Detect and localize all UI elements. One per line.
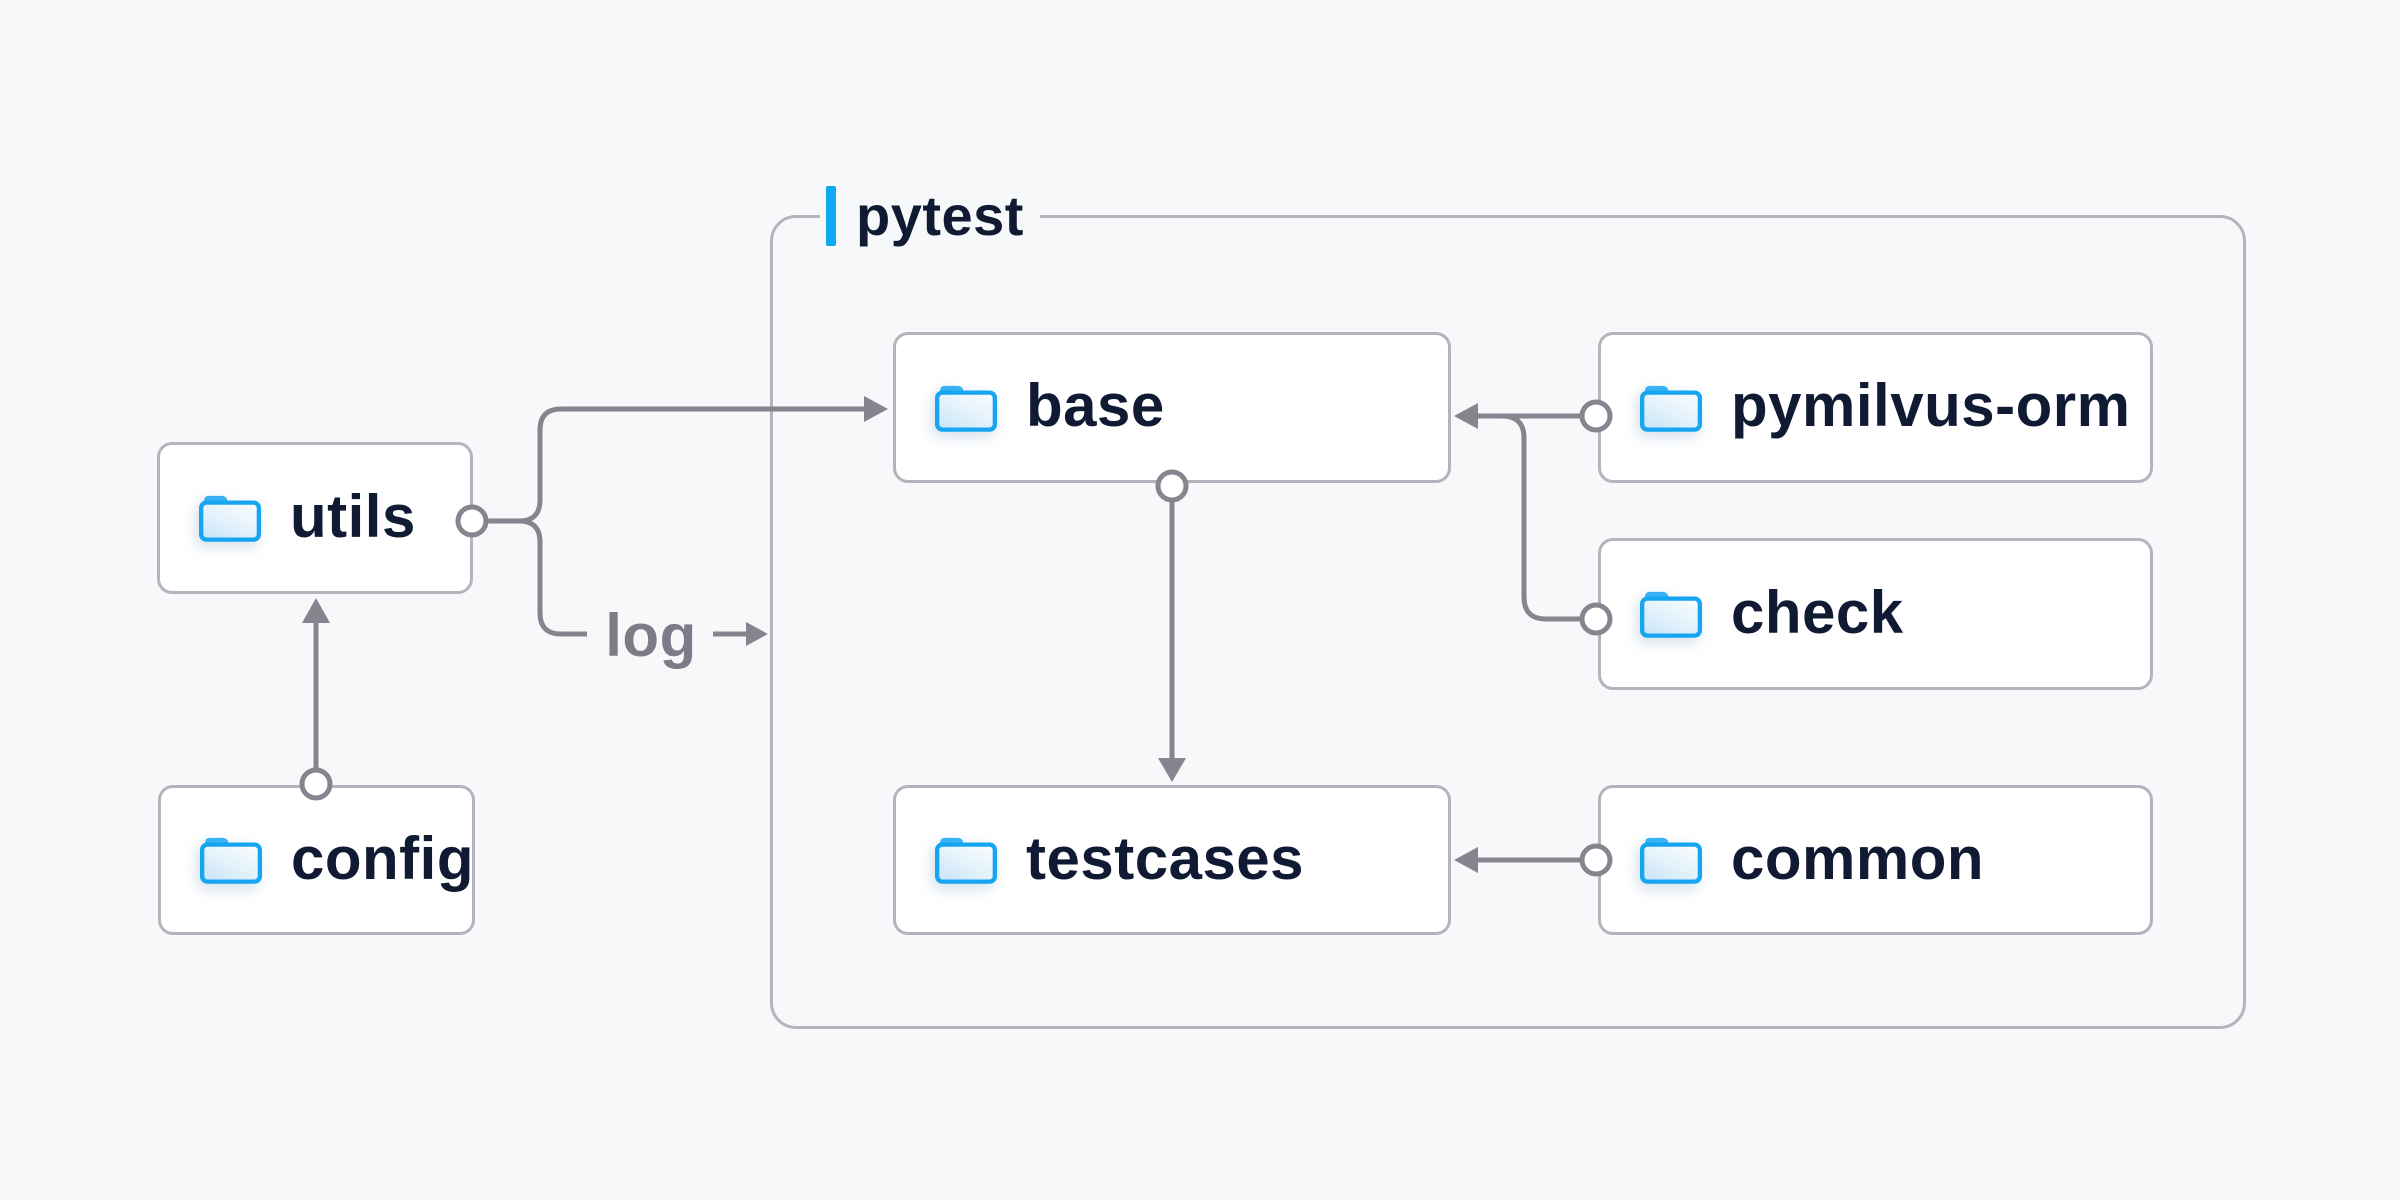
folder-icon bbox=[199, 837, 263, 884]
node-label: base bbox=[1026, 372, 1165, 439]
node-label: config bbox=[291, 824, 474, 892]
folder-icon bbox=[1639, 385, 1703, 432]
edge-label-log: log bbox=[605, 602, 696, 669]
folder-icon bbox=[1639, 837, 1703, 884]
pytest-group-label: pytest bbox=[820, 184, 1040, 248]
node-label: utils bbox=[290, 482, 416, 550]
node-common[interactable]: common bbox=[1598, 785, 2153, 935]
arrowhead-right-icon bbox=[746, 622, 768, 646]
node-base[interactable]: base bbox=[893, 332, 1451, 483]
node-label: pymilvus-orm bbox=[1731, 372, 2131, 439]
node-label: common bbox=[1731, 824, 1985, 892]
folder-icon bbox=[198, 495, 262, 542]
node-utils[interactable]: utils bbox=[157, 442, 473, 594]
node-testcases[interactable]: testcases bbox=[893, 785, 1451, 935]
folder-icon bbox=[934, 837, 998, 884]
node-pymilvus-orm[interactable]: pymilvus-orm bbox=[1598, 332, 2153, 483]
edge-config-to-utils bbox=[299, 598, 333, 801]
node-label: testcases bbox=[1026, 824, 1305, 892]
node-label: check bbox=[1731, 578, 1904, 646]
arrowhead-up-icon bbox=[302, 598, 330, 623]
folder-icon bbox=[934, 385, 998, 432]
edge-utils-to-pytest-log: log bbox=[455, 504, 768, 669]
node-check[interactable]: check bbox=[1598, 538, 2153, 690]
pytest-group-outline bbox=[770, 215, 2246, 1029]
accent-bar-icon bbox=[826, 186, 836, 246]
node-config[interactable]: config bbox=[158, 785, 475, 935]
group-label-text: pytest bbox=[856, 184, 1024, 247]
folder-icon bbox=[1639, 591, 1703, 638]
